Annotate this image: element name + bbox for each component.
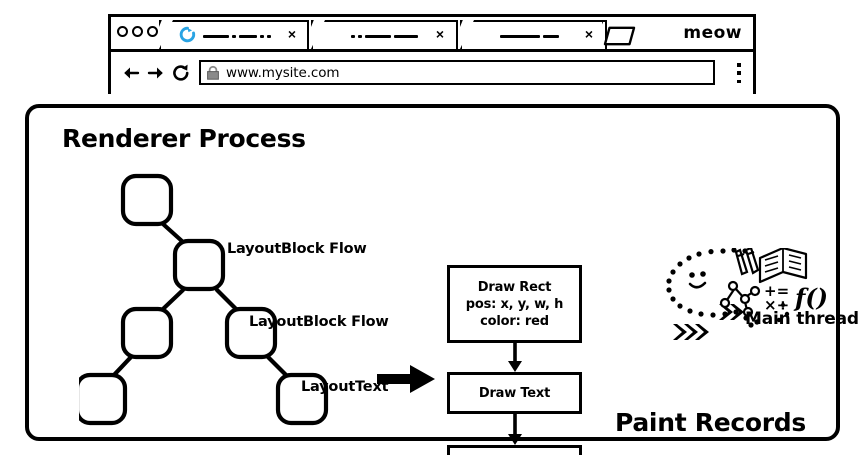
tab-close-button-3[interactable]: × bbox=[584, 26, 594, 42]
paint-record-line: Draw Text bbox=[478, 385, 551, 401]
browser-tab-2[interactable]: × bbox=[311, 20, 458, 49]
paint-record-box-3: Draw Rect pos: x, y, w, h color: blue bbox=[447, 445, 582, 455]
paint-record-box-2: Draw Text bbox=[447, 372, 582, 414]
new-tab-icon[interactable] bbox=[603, 26, 636, 46]
tab-left-slant bbox=[159, 20, 177, 49]
svg-text:f(): f() bbox=[793, 283, 828, 312]
tree-label-layouttext: LayoutText bbox=[301, 379, 389, 395]
svg-text:+=: += bbox=[764, 282, 789, 300]
tree-node-c bbox=[224, 306, 278, 360]
smiley-face-icon bbox=[666, 248, 760, 328]
maximize-dot-icon[interactable] bbox=[147, 26, 158, 37]
tab-close-button-2[interactable]: × bbox=[435, 26, 445, 42]
tab-close-button-1[interactable]: × bbox=[287, 26, 297, 42]
tab-strip: × × bbox=[111, 17, 753, 52]
main-thread-label: Main thread bbox=[745, 309, 859, 329]
three-dot-menu-icon[interactable] bbox=[736, 63, 742, 83]
renderer-process-frame: Renderer Process LayoutBlock Flow Layout… bbox=[25, 104, 859, 455]
reload-icon[interactable] bbox=[171, 63, 191, 83]
browser-window: × × bbox=[108, 14, 756, 94]
paint-records-title: Paint Records bbox=[615, 408, 806, 437]
paint-record-line: color: red bbox=[480, 313, 549, 329]
close-dot-icon[interactable] bbox=[117, 26, 128, 37]
node-tree-icon bbox=[719, 280, 761, 318]
paint-record-box-1: Draw Rect pos: x, y, w, h color: red bbox=[447, 265, 582, 343]
padlock-icon bbox=[207, 65, 219, 80]
tree-node-d bbox=[79, 372, 128, 426]
minimize-dot-icon[interactable] bbox=[132, 26, 143, 37]
paint-record-line: pos: x, y, w, h bbox=[465, 296, 564, 312]
tree-node-a bbox=[172, 238, 226, 292]
down-arrow-icon-2 bbox=[508, 413, 522, 445]
tab-left-slant bbox=[311, 20, 329, 49]
tree-label-layoutblock-flow-2: LayoutBlock Flow bbox=[249, 314, 389, 330]
layout-tree-graphic bbox=[79, 173, 329, 426]
svg-text:×÷: ×÷ bbox=[764, 296, 789, 314]
browser-tab-3[interactable]: × bbox=[460, 20, 607, 49]
right-arrow-icon bbox=[377, 365, 435, 393]
tree-node-b bbox=[120, 306, 174, 360]
blue-spinner-icon bbox=[179, 26, 196, 43]
browser-brand-label: meow bbox=[683, 23, 742, 43]
url-bar-row: www.mysite.com bbox=[111, 52, 753, 94]
paint-record-line: Draw Rect bbox=[477, 279, 552, 295]
browser-tab-1[interactable]: × bbox=[159, 20, 309, 49]
forward-arrow-icon[interactable] bbox=[146, 63, 166, 83]
url-input[interactable]: www.mysite.com bbox=[199, 60, 715, 85]
main-thread-doodle: += ×÷ f() bbox=[666, 248, 828, 340]
function-icon: f() bbox=[793, 283, 828, 312]
tree-label-layoutblock-flow-1: LayoutBlock Flow bbox=[227, 241, 367, 257]
pencils-icon bbox=[734, 248, 760, 276]
tree-node-root bbox=[120, 173, 174, 227]
open-book-icon bbox=[758, 248, 808, 284]
url-text: www.mysite.com bbox=[226, 64, 340, 81]
window-controls[interactable] bbox=[117, 26, 158, 37]
back-arrow-icon[interactable] bbox=[121, 63, 141, 83]
math-symbols-icon: += ×÷ bbox=[764, 282, 790, 323]
tab-left-slant bbox=[460, 20, 478, 49]
tree-node-e bbox=[275, 372, 329, 426]
down-arrow-icon-1 bbox=[508, 342, 522, 372]
chevron-arrows-icon bbox=[673, 304, 744, 340]
renderer-process-title: Renderer Process bbox=[62, 124, 306, 153]
